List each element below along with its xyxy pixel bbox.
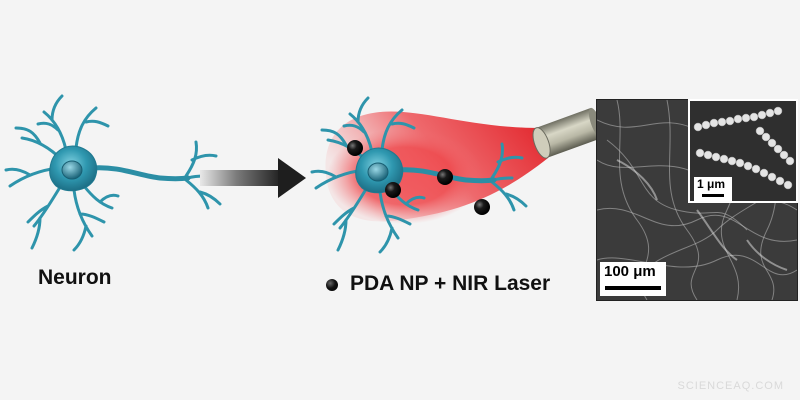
main-scale-line: [605, 286, 661, 290]
nanoparticle-icon: [385, 182, 401, 198]
sem-inset: [688, 99, 798, 203]
inset-scale-line: [702, 194, 724, 197]
nanoparticle-icon: [474, 199, 490, 215]
arrow-icon: [200, 158, 306, 198]
nanoparticle-icon: [326, 279, 338, 291]
nanoparticle-icon: [437, 169, 453, 185]
nanoparticle-icon: [347, 140, 363, 156]
inset-scale-label: 1 μm: [697, 177, 726, 191]
nanoparticle-group: [347, 140, 490, 215]
neuron-icon: [6, 96, 220, 250]
watermark: SCIENCEAQ.COM: [677, 380, 784, 392]
main-scale-label: 100 μm: [604, 263, 656, 280]
main-scale-bar: 100 μm: [600, 262, 666, 296]
legend-label: PDA NP + NIR Laser: [350, 272, 551, 295]
neuron-label: Neuron: [38, 266, 112, 289]
laser-device-icon: [532, 107, 604, 159]
inset-scale-bar: 1 μm: [694, 177, 732, 201]
